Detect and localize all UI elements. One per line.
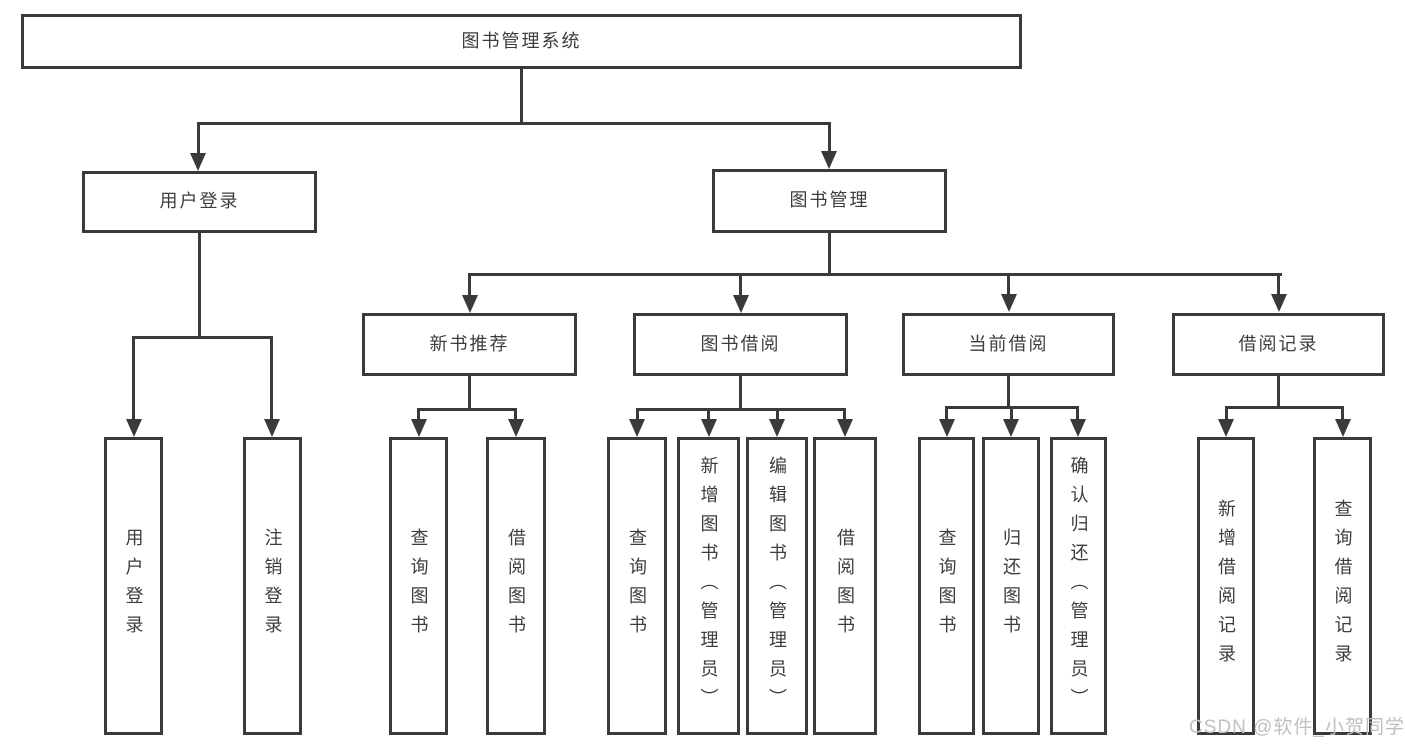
leaf-label: 编辑图书（管理员） xyxy=(767,455,787,717)
arrow-down-icon xyxy=(1271,294,1287,312)
arrow-down-icon xyxy=(1218,419,1234,437)
leaf-label: 查询图书 xyxy=(408,528,429,644)
connector-line xyxy=(828,122,831,154)
leaf-label: 新增借阅记录 xyxy=(1216,499,1236,673)
node-new-book-recommend: 新书推荐 xyxy=(362,313,577,376)
connector-line xyxy=(636,408,639,421)
arrow-down-icon xyxy=(126,419,142,437)
node-book-borrowing-label: 图书借阅 xyxy=(700,333,781,354)
connector-line xyxy=(1010,406,1013,421)
arrow-down-icon xyxy=(264,419,280,437)
arrow-down-icon xyxy=(1003,419,1019,437)
connector-line xyxy=(198,233,201,339)
leaf-query-borrow-record: 查询借阅记录 xyxy=(1313,437,1372,735)
connector-line xyxy=(843,408,846,421)
arrow-down-icon xyxy=(821,151,837,169)
connector-line xyxy=(636,408,846,411)
leaf-label: 确认归还（管理员） xyxy=(1068,455,1089,717)
leaf-query-books-current: 查询图书 xyxy=(918,437,975,735)
leaf-borrow-books-recommend: 借阅图书 xyxy=(486,437,546,735)
connector-line xyxy=(417,408,517,411)
leaf-label: 查询图书 xyxy=(936,528,957,644)
node-current-borrowing-label: 当前借阅 xyxy=(968,333,1049,354)
arrow-down-icon xyxy=(733,295,749,313)
connector-line xyxy=(514,408,517,421)
connector-line xyxy=(739,376,742,411)
connector-line xyxy=(776,408,779,421)
connector-line xyxy=(197,122,831,125)
connector-line xyxy=(1007,376,1010,409)
connector-line xyxy=(1341,406,1344,421)
leaf-query-books-recommend: 查询图书 xyxy=(389,437,448,735)
arrow-down-icon xyxy=(629,419,645,437)
arrow-down-icon xyxy=(769,419,785,437)
leaf-query-books-borrowing: 查询图书 xyxy=(607,437,667,735)
connector-line xyxy=(1225,406,1228,421)
leaf-confirm-return-admin: 确认归还（管理员） xyxy=(1050,437,1107,735)
leaf-add-borrow-record: 新增借阅记录 xyxy=(1197,437,1255,735)
node-new-book-recommend-label: 新书推荐 xyxy=(429,333,510,354)
connector-line xyxy=(707,408,710,421)
connector-line xyxy=(417,408,420,421)
leaf-add-books-admin: 新增图书（管理员） xyxy=(677,437,740,735)
node-book-management-label: 图书管理 xyxy=(789,190,870,211)
leaf-label: 查询图书 xyxy=(627,528,647,644)
connector-line xyxy=(468,273,471,297)
leaf-label: 借阅图书 xyxy=(835,528,855,644)
arrow-down-icon xyxy=(190,153,206,171)
arrow-down-icon xyxy=(508,419,524,437)
connector-line xyxy=(197,122,200,156)
connector-line xyxy=(520,69,523,125)
connector-line xyxy=(739,273,742,297)
node-user-login: 用户登录 xyxy=(82,171,317,233)
connector-line xyxy=(945,406,948,421)
connector-line xyxy=(1225,406,1344,409)
connector-line xyxy=(132,336,135,421)
node-root-label: 图书管理系统 xyxy=(461,30,582,51)
arrow-down-icon xyxy=(1001,294,1017,312)
connector-line xyxy=(1076,406,1079,421)
leaf-label: 新增图书（管理员） xyxy=(698,455,719,717)
connector-line xyxy=(468,376,471,411)
leaf-label: 注销登录 xyxy=(262,528,283,644)
arrow-down-icon xyxy=(837,419,853,437)
leaf-user-login: 用户登录 xyxy=(104,437,163,735)
leaf-label: 归还图书 xyxy=(1001,528,1021,644)
node-current-borrowing: 当前借阅 xyxy=(902,313,1115,376)
connector-line xyxy=(270,336,273,421)
node-book-borrowing: 图书借阅 xyxy=(633,313,848,376)
connector-line xyxy=(1277,376,1280,409)
csdn-watermark: CSDN @软件_小贺同学 xyxy=(1189,717,1405,738)
leaf-return-books: 归还图书 xyxy=(982,437,1040,735)
leaf-label: 借阅图书 xyxy=(506,528,526,644)
arrow-down-icon xyxy=(1070,419,1086,437)
node-borrowing-records: 借阅记录 xyxy=(1172,313,1385,376)
node-root: 图书管理系统 xyxy=(21,14,1022,69)
node-book-management: 图书管理 xyxy=(712,169,947,233)
node-borrowing-records-label: 借阅记录 xyxy=(1238,333,1319,354)
connector-line xyxy=(828,233,831,276)
leaf-label: 用户登录 xyxy=(123,528,144,644)
arrow-down-icon xyxy=(1335,419,1351,437)
connector-line xyxy=(1007,273,1010,296)
node-user-login-label: 用户登录 xyxy=(159,191,240,212)
arrow-down-icon xyxy=(411,419,427,437)
connector-line xyxy=(1277,273,1280,296)
arrow-down-icon xyxy=(939,419,955,437)
connector-line xyxy=(468,273,1282,276)
leaf-borrow-books: 借阅图书 xyxy=(813,437,877,735)
leaf-logout: 注销登录 xyxy=(243,437,302,735)
arrow-down-icon xyxy=(462,295,478,313)
arrow-down-icon xyxy=(701,419,717,437)
leaf-label: 查询借阅记录 xyxy=(1332,499,1353,673)
leaf-edit-books-admin: 编辑图书（管理员） xyxy=(746,437,808,735)
connector-line xyxy=(132,336,273,339)
